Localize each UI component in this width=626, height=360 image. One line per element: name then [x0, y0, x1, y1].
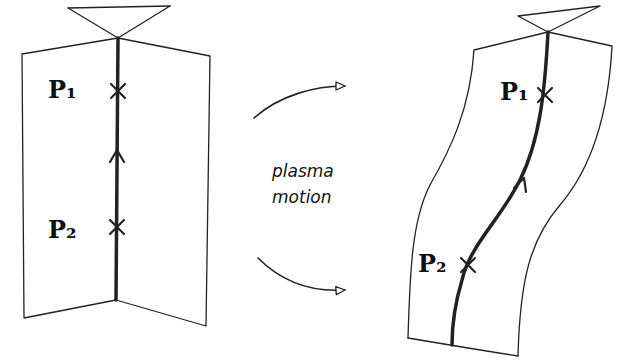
point-cross	[110, 220, 124, 234]
motion-arrow	[254, 86, 345, 118]
field-arrow	[514, 178, 526, 192]
field-line	[452, 32, 548, 345]
point-label: P₁	[48, 78, 77, 102]
point-cross	[111, 84, 125, 98]
motion-label: plasma motion	[272, 158, 342, 211]
field-arrow	[110, 150, 124, 162]
point-cross	[461, 258, 475, 272]
point-label: P₁	[500, 80, 529, 104]
motion-arrow	[258, 258, 345, 290]
front-sheet	[22, 38, 118, 318]
front-sheet	[518, 32, 612, 356]
back-sheet-edge	[518, 6, 600, 32]
point-label: P₂	[418, 252, 447, 276]
point-label: P₂	[48, 218, 77, 242]
point-cross	[538, 88, 552, 102]
front-sheet	[116, 38, 210, 326]
back-sheet-edge	[68, 6, 170, 38]
field-line	[116, 38, 118, 300]
front-sheet	[408, 338, 518, 356]
back-sheet-edge	[68, 6, 170, 8]
front-sheet	[408, 32, 548, 338]
